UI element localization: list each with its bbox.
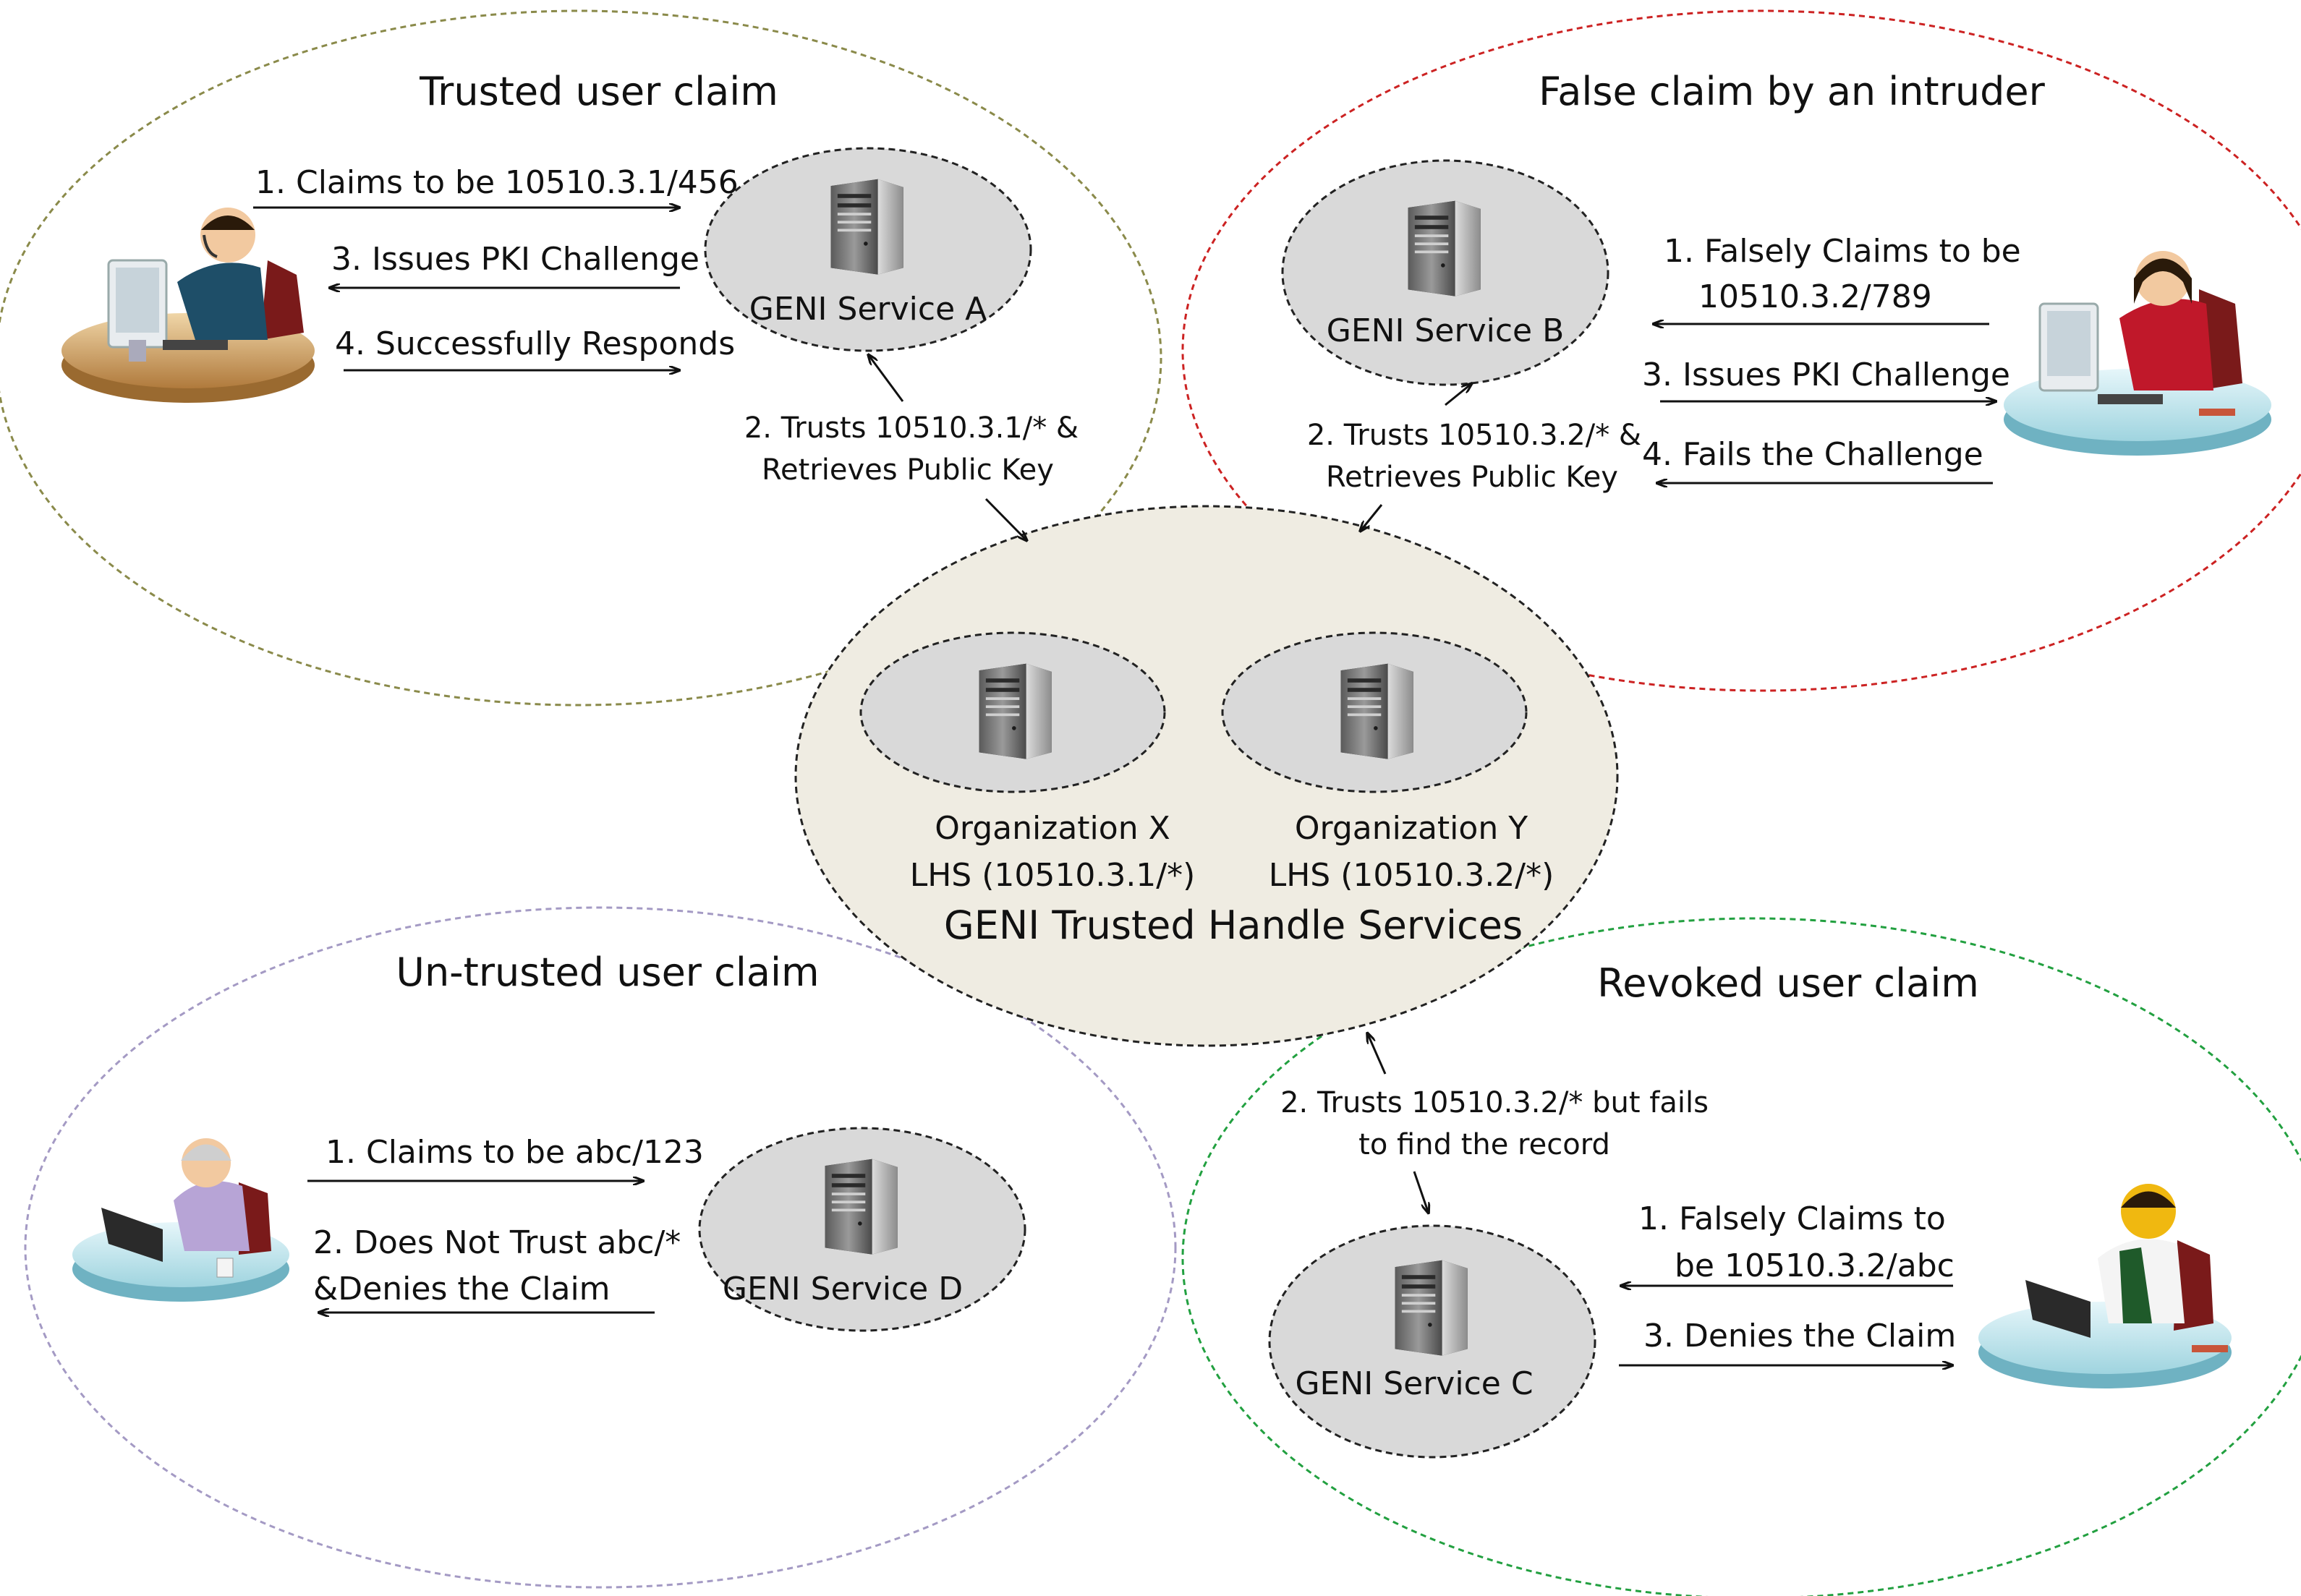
org-x-lhs: LHS (10510.3.1/*) xyxy=(910,857,1196,894)
untrusted-user-icon xyxy=(72,1138,289,1302)
untrusted-region-title: Un-trusted user claim xyxy=(396,950,819,995)
revoked-region-outline xyxy=(1181,917,2301,1596)
trusted-user-icon xyxy=(61,208,315,403)
revoked-user-icon xyxy=(1978,1184,2232,1388)
service-a-server-icon xyxy=(830,179,903,275)
trusted-step1: 1. Claims to be 10510.3.1/456 xyxy=(255,164,739,201)
untrusted-step2-line1: 2. Does Not Trust abc/* xyxy=(313,1224,681,1261)
trusted-step2-arrow-down xyxy=(984,498,1027,541)
service-d-name: GENI Service D xyxy=(723,1271,963,1307)
trusted-region-title: Trusted user claim xyxy=(419,69,778,114)
false-step2-line2: Retrieves Public Key xyxy=(1326,461,1618,494)
trusted-step2-line1: 2. Trusts 10510.3.1/* & xyxy=(744,411,1079,445)
untrusted-step2-line2: &Denies the Claim xyxy=(313,1271,611,1307)
untrusted-step1: 1. Claims to be abc/123 xyxy=(326,1134,704,1171)
revoked-step1-line1: 1. Falsely Claims to xyxy=(1638,1200,1946,1237)
trusted-step4: 4. Successfully Responds xyxy=(335,325,735,362)
trusted-region-outline xyxy=(0,9,1162,707)
untrusted-region-outline xyxy=(24,906,1177,1589)
service-b-name: GENI Service B xyxy=(1327,312,1565,349)
false-step4: 4. Fails the Challenge xyxy=(1642,436,1983,473)
org-y-server-icon xyxy=(1340,663,1413,759)
service-b-server-icon xyxy=(1408,200,1481,296)
service-a-name: GENI Service A xyxy=(749,291,987,328)
intruder-user-icon xyxy=(2004,251,2271,456)
org-y-name: Organization Y xyxy=(1295,810,1528,847)
revoked-step1-line2: be 10510.3.2/abc xyxy=(1675,1247,1955,1284)
trusted-handle-services-ellipse xyxy=(794,505,1619,1047)
revoked-step2-line1: 2. Trusts 10510.3.2/* but fails xyxy=(1280,1086,1709,1119)
false-step3: 3. Issues PKI Challenge xyxy=(1642,357,2010,393)
false-step2-line1: 2. Trusts 10510.3.2/* & xyxy=(1307,419,1641,452)
org-y-lhs: LHS (10510.3.2/*) xyxy=(1269,857,1554,894)
org-x-server-icon xyxy=(979,663,1052,759)
false-claim-region-title: False claim by an intruder xyxy=(1539,69,2045,114)
revoked-step2-line2: to find the record xyxy=(1358,1128,1610,1161)
false-step2-arrow-down xyxy=(1360,504,1383,532)
revoked-step2-arrow-down xyxy=(1413,1171,1429,1213)
center-title: GENI Trusted Handle Services xyxy=(944,902,1523,948)
service-c-name: GENI Service C xyxy=(1295,1365,1533,1402)
revoked-step3: 3. Denies the Claim xyxy=(1643,1318,1956,1354)
trusted-step2-arrow-up xyxy=(868,354,904,402)
false-step1-line1: 1. Falsely Claims to be xyxy=(1664,233,2021,270)
false-step1-line2: 10510.3.2/789 xyxy=(1698,278,1932,315)
false-step2-arrow-up xyxy=(1445,383,1472,406)
trusted-step2-line2: Retrieves Public Key xyxy=(762,453,1054,487)
org-x-name: Organization X xyxy=(935,810,1170,847)
trusted-step3: 3. Issues PKI Challenge xyxy=(331,241,699,278)
revoked-step2-arrow-up xyxy=(1367,1033,1387,1075)
revoked-region-title: Revoked user claim xyxy=(1597,960,1979,1006)
false-claim-region-outline xyxy=(1181,9,2301,692)
service-d-server-icon xyxy=(825,1158,898,1255)
service-c-server-icon xyxy=(1395,1260,1468,1356)
